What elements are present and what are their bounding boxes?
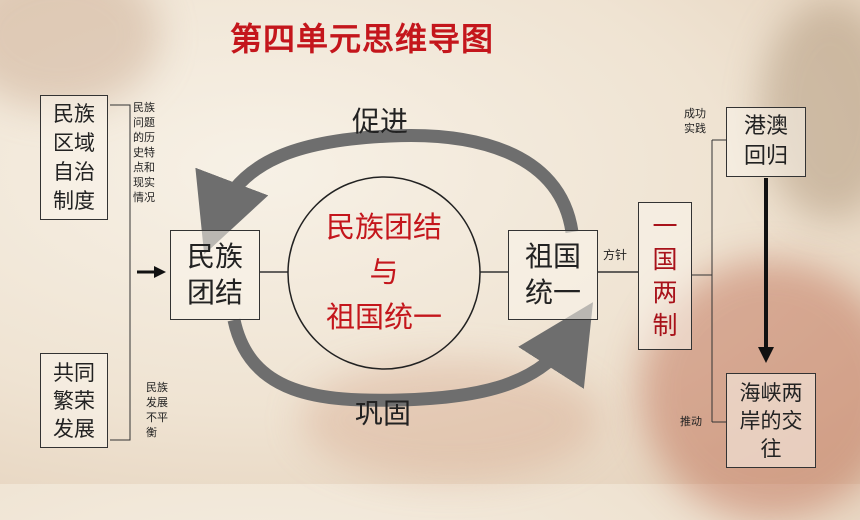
hk-macao-return-box: 港澳 回归 <box>726 107 806 177</box>
note-line: 实践 <box>684 122 706 135</box>
note-line: 点和 <box>133 161 155 174</box>
box-line: 一 <box>652 212 678 241</box>
box-line: 往 <box>760 436 782 461</box>
box-line: 团结 <box>186 276 243 309</box>
left-bracket-line <box>110 104 131 441</box>
cross-strait-exchange-box: 海峡两 岸的交 往 <box>726 373 816 468</box>
regional-autonomy-box: 民族 区域 自治 制度 <box>40 95 108 220</box>
box-line: 海峡两 <box>739 380 803 405</box>
note-line: 发展 <box>146 396 168 409</box>
note-line: 衡 <box>146 426 157 439</box>
center-line: 民族团结 <box>325 210 442 244</box>
box-line: 国 <box>652 245 678 274</box>
promote-label: 促进 <box>352 105 409 138</box>
ethnic-issue-note: 民族 问题 的历 史特 点和 现实 情况 <box>133 100 155 205</box>
box-line: 区域 <box>53 130 95 155</box>
box-line: 繁荣 <box>53 388 95 413</box>
diagram-title: 第四单元思维导图 <box>230 20 495 58</box>
box-line: 发展 <box>53 416 95 441</box>
note-line: 现实 <box>133 176 155 189</box>
box-line: 统一 <box>524 276 581 309</box>
center-text: 民族团结 与 祖国统一 <box>288 205 480 340</box>
consolidate-label: 巩固 <box>355 397 412 430</box>
success-practice-label: 成功 实践 <box>684 106 706 136</box>
center-line: 祖国统一 <box>325 300 442 334</box>
box-line: 民族 <box>53 101 95 126</box>
note-line: 不平 <box>146 411 168 424</box>
promote-arrow <box>195 129 579 255</box>
box-line: 制 <box>652 311 678 340</box>
note-line: 民族 <box>133 101 155 114</box>
box-line: 港澳 <box>743 114 788 139</box>
box-line: 祖国 <box>524 240 581 273</box>
development-imbalance-note: 民族 发展 不平 衡 <box>146 380 168 440</box>
note-line: 史特 <box>133 146 155 159</box>
box-line: 制度 <box>53 188 95 213</box>
center-circle <box>287 176 481 370</box>
push-label: 推动 <box>680 415 702 428</box>
ethnic-unity-box: 民族 团结 <box>170 230 260 320</box>
box-line: 民族 <box>186 240 243 273</box>
national-reunification-box: 祖国 统一 <box>508 230 598 320</box>
connector-layer <box>110 104 774 441</box>
consolidate-arrow <box>227 302 594 407</box>
common-prosperity-box: 共同 繁荣 发展 <box>40 353 108 448</box>
right-bracket-line <box>692 139 726 423</box>
note-line: 问题 <box>133 116 155 129</box>
note-line: 成功 <box>684 107 706 120</box>
box-line: 岸的交 <box>739 408 803 433</box>
one-country-two-systems-box: 一 国 两 制 <box>638 202 692 350</box>
box-line: 自治 <box>53 159 95 184</box>
note-line: 民族 <box>146 381 168 394</box>
box-line: 共同 <box>53 360 95 385</box>
box-line: 两 <box>652 278 678 307</box>
policy-label: 方针 <box>603 248 628 262</box>
center-line: 与 <box>369 255 399 289</box>
note-line: 情况 <box>133 191 155 204</box>
box-line: 回归 <box>743 144 788 169</box>
note-line: 的历 <box>133 131 155 144</box>
